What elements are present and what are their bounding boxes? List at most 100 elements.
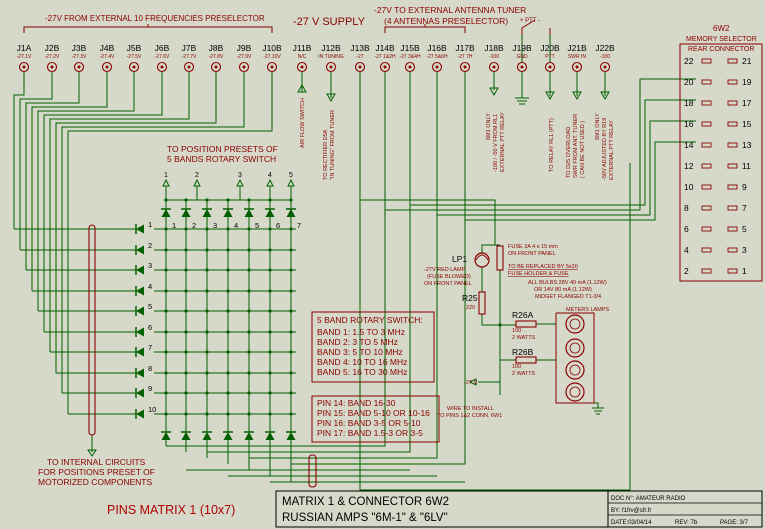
pin-j17b-label: J17B (455, 43, 475, 53)
junction-dot (205, 371, 209, 375)
column-diode-top (161, 209, 171, 217)
memory-title-2: MEMORY SELECTOR (686, 36, 757, 43)
junction-dot (226, 289, 230, 293)
components (164, 198, 585, 416)
wire (13, 72, 25, 229)
cable-bundle (308, 454, 317, 488)
pin-j14b-label: J14B (375, 43, 395, 53)
fuse-label-2: ON FRONT PANEL (508, 251, 556, 257)
junction-dot (268, 412, 272, 416)
junction-dot (205, 198, 209, 202)
meter-lamp (565, 382, 585, 402)
r26b-label: R26B (512, 347, 534, 357)
pin-j15b-label: J15B (400, 43, 420, 53)
pin-j13b-voltage: -27 (356, 54, 363, 60)
junction-dot (289, 198, 293, 202)
terminal-center (383, 65, 387, 69)
junction-dot (184, 412, 188, 416)
terminal-center (575, 65, 579, 69)
wire (37, 72, 135, 311)
junction-dot (226, 248, 230, 252)
row-number: 5 (148, 302, 152, 311)
junction-dot (164, 412, 168, 416)
junction-dot (247, 330, 251, 334)
junction-dot (247, 198, 251, 202)
pin-j9b-voltage: -27.9V (237, 54, 252, 60)
junction-dot (205, 330, 209, 334)
junction-dot (247, 391, 251, 395)
junction-dot (184, 391, 188, 395)
page-number: PAGE: 3/7 (720, 520, 749, 526)
pin-j13b-label: J13B (350, 43, 370, 53)
ext-relay-b-2: -50V ADJUSTED BY R19 (602, 118, 608, 180)
pin-j21b-voltage: SWR IN (568, 54, 586, 60)
meters-lamps-label: METERS LAMPS (566, 307, 609, 313)
pin-j22b-label: J22B (595, 43, 615, 53)
pin-j18b-voltage: -100 (489, 54, 499, 60)
air-flow-label: AIR FLOW SWITCH (300, 98, 306, 148)
pin-j8b-label: J8B (209, 43, 224, 53)
junction-dot (205, 309, 209, 313)
pin-j5b-label: J5B (127, 43, 142, 53)
junction-dot (247, 227, 251, 231)
ext-relay-a-2: -100 / -50 V FROM RL1 (493, 114, 499, 172)
junction-dot (205, 248, 209, 252)
row-number: 7 (148, 343, 152, 352)
ext-relay-b-3: EXTERNAL PTT RELAY (609, 120, 615, 180)
fuse-label-1: FUSE 3A 4 x 15 mm (508, 244, 558, 250)
r26a-value-1: 100 (512, 328, 521, 334)
bulbs-note-1: ALL BULBS 28V 40 mA (1.12W) (528, 280, 607, 286)
junction-dot (289, 309, 293, 313)
wire (481, 244, 495, 253)
row-number: 8 (148, 364, 152, 373)
preset-arrow (266, 178, 274, 187)
wire (166, 72, 386, 447)
pin-j11b-label: J11B (293, 43, 312, 53)
pin-j20b-label: J20B (540, 43, 560, 53)
junction-dot (205, 350, 209, 354)
lp1-desc-3: ON FRONT PANEL (424, 281, 472, 287)
memory-pin-7: 7 (742, 203, 747, 213)
preset-number: 2 (195, 172, 199, 179)
meter-lamp (565, 360, 585, 380)
preset-number: 5 (289, 172, 293, 179)
column-diode-top (223, 209, 233, 217)
d25-label-2: SWR FROM ANT. TUNER (573, 114, 579, 178)
terminal-center (77, 65, 81, 69)
pin-table-box (311, 395, 440, 443)
column-number: 4 (234, 221, 238, 230)
fuse-note-2: FUSE HOLDER & FUSE (508, 271, 569, 277)
d25-label-3: ( CAN BE NOT USED ) (580, 121, 586, 178)
column-number: 7 (297, 221, 301, 230)
junction-dot (268, 350, 272, 354)
tuner-label-2: (4 ANTENNAS PRESELECTOR) (384, 16, 508, 26)
band-row: BAND 2: 3 TO 5 MHz (317, 337, 398, 347)
column-number: 6 (276, 221, 280, 230)
wire (25, 72, 80, 270)
terminal-center (408, 65, 412, 69)
column-number: 1 (172, 221, 176, 230)
row-diode (136, 245, 144, 255)
pin-j4b-voltage: -27.4V (100, 54, 115, 60)
junction-dot (205, 227, 209, 231)
row-number: 10 (148, 405, 156, 414)
rectifier-label-1: TO RECTIFIER D5A (323, 129, 329, 180)
junction-dot (164, 198, 168, 202)
rectifier-label-2: "IN TUNING" FROM TUNER (330, 110, 336, 180)
r26b-resistor (515, 356, 537, 364)
junction-dot (498, 323, 502, 327)
pin-j20b-voltage: PTT (545, 54, 554, 60)
r26a-value-2: 2 WATTS (512, 335, 536, 341)
pin-j8b-voltage: -27.8V (209, 54, 224, 60)
pin-j7b-voltage: -27.7V (182, 54, 197, 60)
doc-number: DOC N°: AMATEUR RADIO (611, 496, 686, 502)
junction-dot (184, 248, 188, 252)
pin-j3b-label: J3B (72, 43, 87, 53)
junction-dot (268, 227, 272, 231)
column-diode-bottom (202, 432, 212, 440)
row-number: 4 (148, 282, 152, 291)
junction-dot (268, 248, 272, 252)
